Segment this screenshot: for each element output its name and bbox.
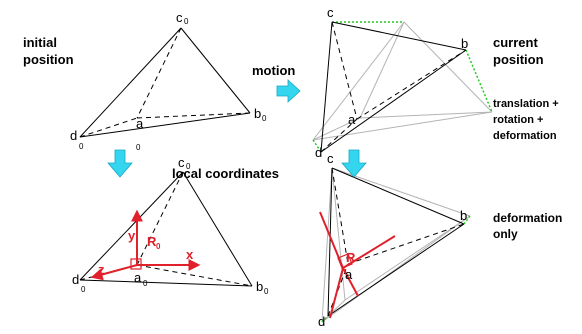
edge-a0-b0: [136, 112, 251, 119]
label-b0: b: [254, 106, 261, 121]
label-local-b0-sub: 0: [264, 287, 269, 296]
edge-d0-a0: [79, 117, 138, 138]
label-local-c0-sub: 0: [186, 162, 191, 171]
arrow-down-left: [107, 149, 133, 178]
label-a0-sub: 0: [136, 143, 141, 152]
label-local-b0: b: [256, 279, 263, 294]
edge-d0-b0: [79, 112, 251, 138]
captions: initial position motion current position…: [23, 35, 562, 241]
deform-axis-3: [329, 267, 344, 319]
label-local-a0-sub: 0: [143, 279, 148, 288]
caption-current-1: current: [493, 35, 538, 50]
label-a: a: [348, 112, 356, 127]
label-c0-sub: 0: [184, 17, 189, 26]
deform-axes: [319, 211, 396, 319]
arrow-right: [276, 79, 301, 103]
local-vertex-labels: c 0 b 0 a 0 d 0 y x z R 0: [72, 155, 269, 296]
local-tetrahedron: [79, 171, 253, 287]
caption-deformation-1: deformation: [493, 211, 562, 225]
deform-axis-4: [342, 267, 359, 297]
arrow-down-right: [341, 149, 367, 178]
label-local-c0: c: [178, 155, 185, 170]
right-angle-mark: [130, 258, 142, 270]
label-deform-b: b: [460, 208, 467, 223]
z-axis: [90, 264, 138, 281]
deform-right-angle-mark: [337, 253, 353, 269]
caption-ttd-1: translation +: [493, 98, 559, 110]
label-a0: a: [136, 116, 144, 131]
current-ghost-tetrahedron: [312, 21, 493, 141]
deform-axis-1: [319, 211, 344, 269]
local-axes: [90, 209, 201, 281]
label-deform-d: d: [318, 314, 325, 329]
label-b0-sub: 0: [262, 114, 267, 123]
deform-ghost-tetrahedron: [321, 167, 471, 323]
label-c: c: [327, 5, 334, 20]
label-deform-a: a: [345, 267, 353, 282]
deform-green-displacements: [321, 215, 471, 323]
edge-d0-c0: [79, 27, 182, 138]
edge-c0-a0: [136, 27, 182, 119]
caption-initial-1: initial: [23, 35, 57, 50]
label-d0: d: [70, 128, 77, 143]
label-R: R: [346, 250, 356, 265]
label-deform-c: c: [327, 151, 334, 166]
caption-ttd-2: rotation +: [493, 114, 543, 126]
label-axis-z: z: [98, 262, 105, 277]
current-green-displacements: [312, 21, 493, 153]
deform-vertex-labels: c b a d R: [318, 151, 467, 329]
caption-ttd-3: deformation: [493, 130, 557, 142]
label-local-d0-sub: 0: [81, 285, 86, 294]
label-c0: c: [176, 10, 183, 25]
label-b: b: [461, 36, 468, 51]
label-local-d0: d: [72, 272, 79, 287]
label-axis-x: x: [186, 247, 194, 262]
initial-vertex-labels: c 0 b 0 a 0 d 0: [70, 10, 267, 152]
label-R0: R: [147, 234, 157, 249]
label-local-a0: a: [134, 270, 142, 285]
motion-arrows: [107, 79, 367, 178]
caption-local-coordinates: local coordinates: [172, 166, 279, 181]
caption-deformation-2: only: [493, 227, 518, 241]
caption-initial-2: position: [23, 52, 74, 67]
initial-tetrahedron: [79, 27, 251, 138]
edge-c0-b0: [180, 27, 251, 114]
label-d0-sub: 0: [79, 142, 84, 151]
current-tetrahedron: [320, 21, 467, 153]
current-vertex-labels: c b a d: [315, 5, 468, 160]
label-axis-y: y: [128, 228, 136, 243]
label-R0-sub: 0: [156, 242, 161, 251]
label-d: d: [315, 145, 322, 160]
caption-current-2: position: [493, 52, 544, 67]
caption-motion: motion: [252, 63, 295, 78]
